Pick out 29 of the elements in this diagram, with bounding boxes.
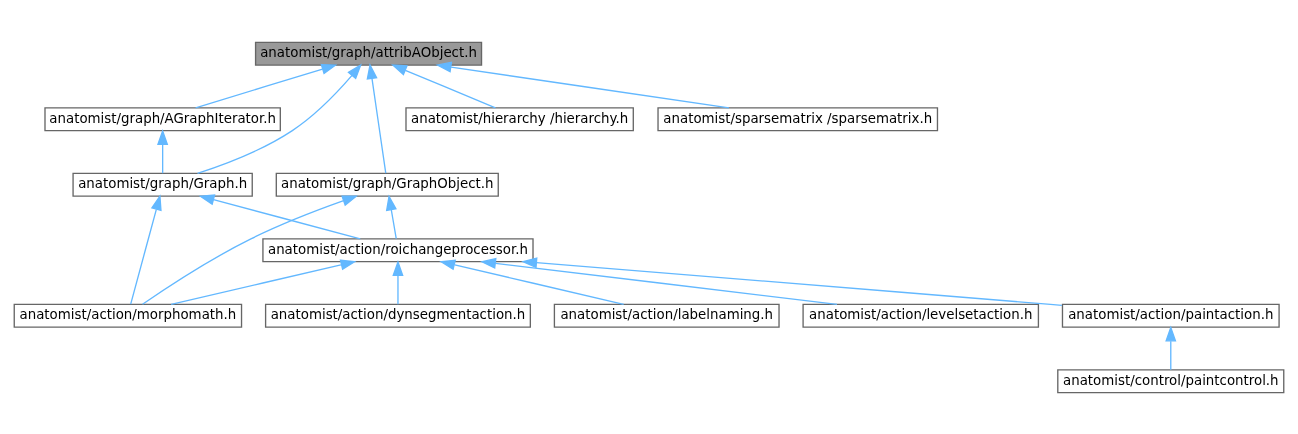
arrow: [170, 258, 357, 305]
node-box: anatomist/graph/AGraphIterator.h: [44, 106, 281, 131]
node-box: anatomist/graph/GraphObject.h: [275, 172, 499, 197]
arrow: [390, 63, 497, 108]
node-box: anatomist/sparsematrix /sparsematrix.h: [657, 106, 939, 131]
node-box: anatomist/control/paintcontrol.h: [1057, 368, 1285, 393]
arrow: [392, 259, 404, 305]
arrow: [141, 195, 359, 305]
arrow: [198, 193, 361, 239]
node-box: anatomist/action/roichangeprocessor.h: [262, 237, 534, 262]
node-box: anatomist/action/paintaction.h: [1061, 303, 1280, 328]
arrow: [435, 61, 730, 108]
arrow: [385, 193, 397, 239]
arrow: [521, 256, 1063, 306]
node-box: anatomist/action/labelnaming.h: [553, 303, 780, 328]
node-box: anatomist/hierarchy /hierarchy.h: [405, 106, 634, 131]
arrow: [130, 193, 162, 305]
arrow: [195, 63, 338, 108]
node-box: anatomist/graph/attribAObject.h: [254, 41, 483, 66]
arrow: [196, 63, 362, 174]
node-box: anatomist/action/dynsegmentaction.h: [264, 303, 531, 328]
arrow: [366, 62, 387, 174]
arrow: [439, 258, 625, 305]
node-box: anatomist/action/levelsetaction.h: [802, 303, 1040, 328]
arrow: [157, 128, 169, 174]
node-box: anatomist/action/morphomath.h: [13, 303, 243, 328]
node-box: anatomist/graph/Graph.h: [72, 172, 253, 197]
arrow: [1165, 324, 1177, 370]
arrow: [479, 257, 838, 305]
